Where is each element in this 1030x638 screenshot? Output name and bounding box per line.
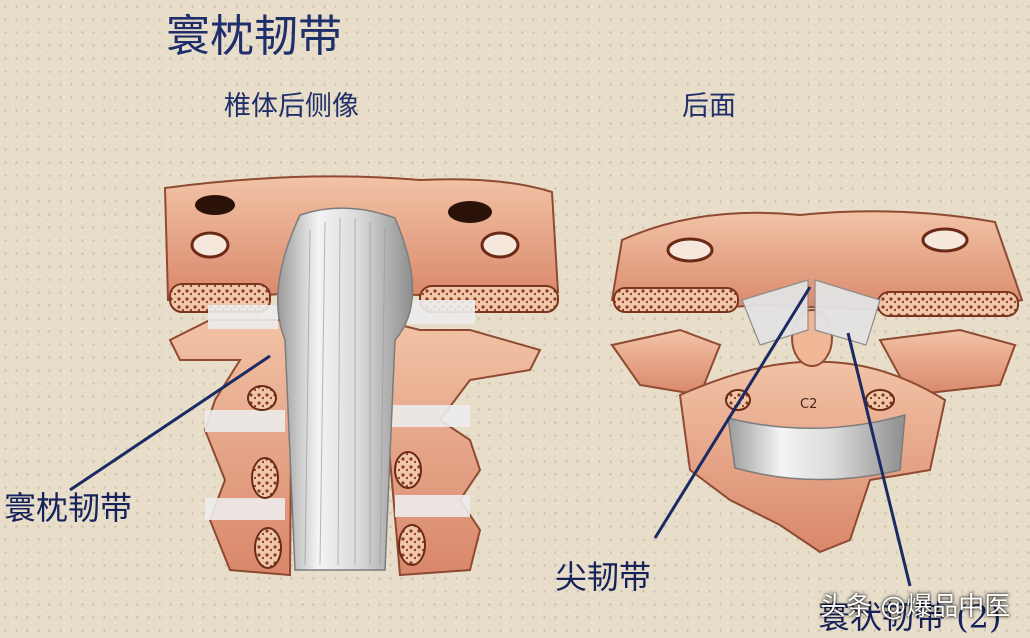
- label-apical: 尖韧带: [555, 558, 652, 596]
- page-title: 寰枕韧带: [166, 11, 342, 62]
- cut-surface-right-1: [394, 451, 422, 489]
- foramen-left-b: [190, 231, 230, 259]
- disc-left-3: [205, 498, 285, 520]
- leader-lines: [69, 286, 912, 587]
- foramen-right-a: [666, 237, 714, 263]
- leader-line-bottom: [846, 332, 912, 587]
- caption-left: 椎体后侧像: [224, 91, 359, 122]
- foramen-right-b: [921, 227, 969, 253]
- foramen-left-a: [195, 195, 235, 215]
- atlas-right-section-a: [613, 287, 739, 313]
- right-illustration: C2: [610, 210, 1024, 554]
- foramen-left-c: [448, 201, 492, 223]
- disc-left-2: [205, 410, 285, 432]
- leader-line-apical: [653, 286, 812, 539]
- vertebra-label-c2: C2: [800, 397, 817, 412]
- disc-right-2: [390, 405, 470, 427]
- cut-surface-left-2: [251, 457, 279, 499]
- label-bottom: 寰状韧带 (2): [818, 598, 1002, 636]
- cut-surface-left-1: [247, 385, 277, 411]
- alar-ligament-right: [814, 279, 881, 346]
- watermark: 头条 @爆品中医: [820, 592, 1011, 622]
- foramen-left-d: [480, 231, 520, 259]
- left-illustration: [163, 175, 560, 577]
- cut-surface-right-d: [725, 389, 751, 411]
- disc-right-3: [395, 495, 470, 517]
- membrane-fibers: [304, 217, 386, 566]
- disc-left-1: [208, 305, 278, 329]
- transverse-process-left: [610, 328, 722, 397]
- leader-line-tectorial: [69, 354, 271, 492]
- cut-surface-right-c: [865, 389, 895, 411]
- transverse-ligament: [727, 413, 906, 481]
- alar-ligament-left: [741, 279, 809, 346]
- cut-surface-right-2: [398, 524, 426, 566]
- tectorial-membrane: [277, 207, 414, 571]
- caption-right: 后面: [682, 91, 736, 122]
- atlas-right-section-b: [877, 291, 1019, 317]
- cut-surface-left-3: [254, 527, 282, 569]
- label-tectorial: 寰枕韧带: [4, 489, 133, 527]
